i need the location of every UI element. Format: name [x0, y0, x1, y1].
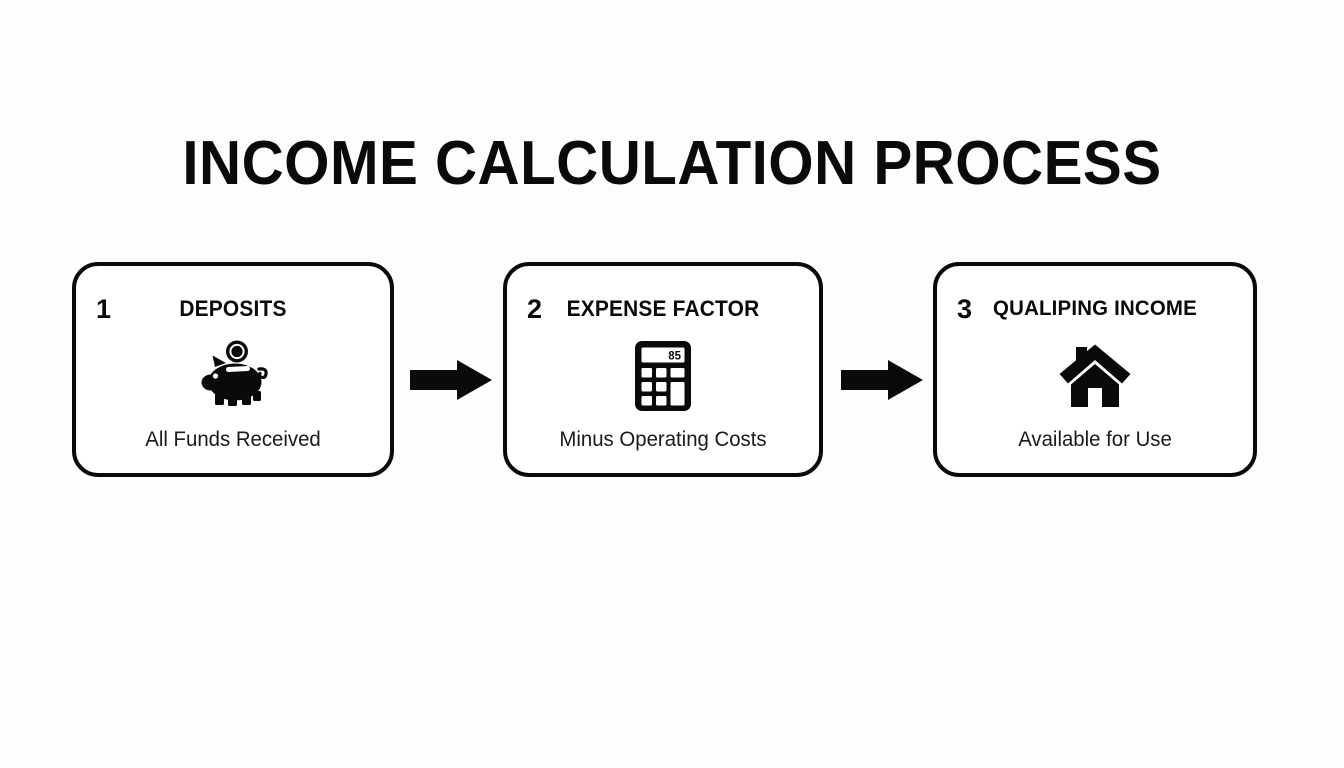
step-caption: All Funds Received: [145, 427, 321, 451]
step-number: 1: [96, 294, 112, 324]
house-icon: [937, 338, 1253, 414]
step-caption: Minus Operating Costs: [559, 427, 767, 451]
step-title: QUALIPING INCOME: [993, 296, 1197, 320]
arrow-right-icon: [841, 360, 923, 400]
calculator-display-value: 85: [668, 351, 681, 363]
step-title: DEPOSITS: [179, 296, 287, 321]
page-title: INCOME CALCULATION PROCESS: [182, 129, 1162, 198]
step-title: EXPENSE FACTOR: [566, 296, 760, 321]
step-number: 2: [527, 294, 543, 324]
step-number: 3: [957, 294, 973, 324]
piggy-bank-icon: [76, 338, 390, 414]
calculator-icon: 85: [507, 338, 819, 414]
step-card-qualiping-income[interactable]: 3 QUALIPING INCOME Available for Use: [933, 262, 1257, 477]
step-card-expense-factor[interactable]: 2 EXPENSE FACTOR 85: [503, 262, 823, 477]
process-flow-row: 1 DEPOSITS: [72, 262, 1257, 479]
arrow-right-icon: [410, 360, 492, 400]
step-caption: Available for Use: [1018, 427, 1172, 451]
step-card-deposits[interactable]: 1 DEPOSITS: [72, 262, 394, 477]
